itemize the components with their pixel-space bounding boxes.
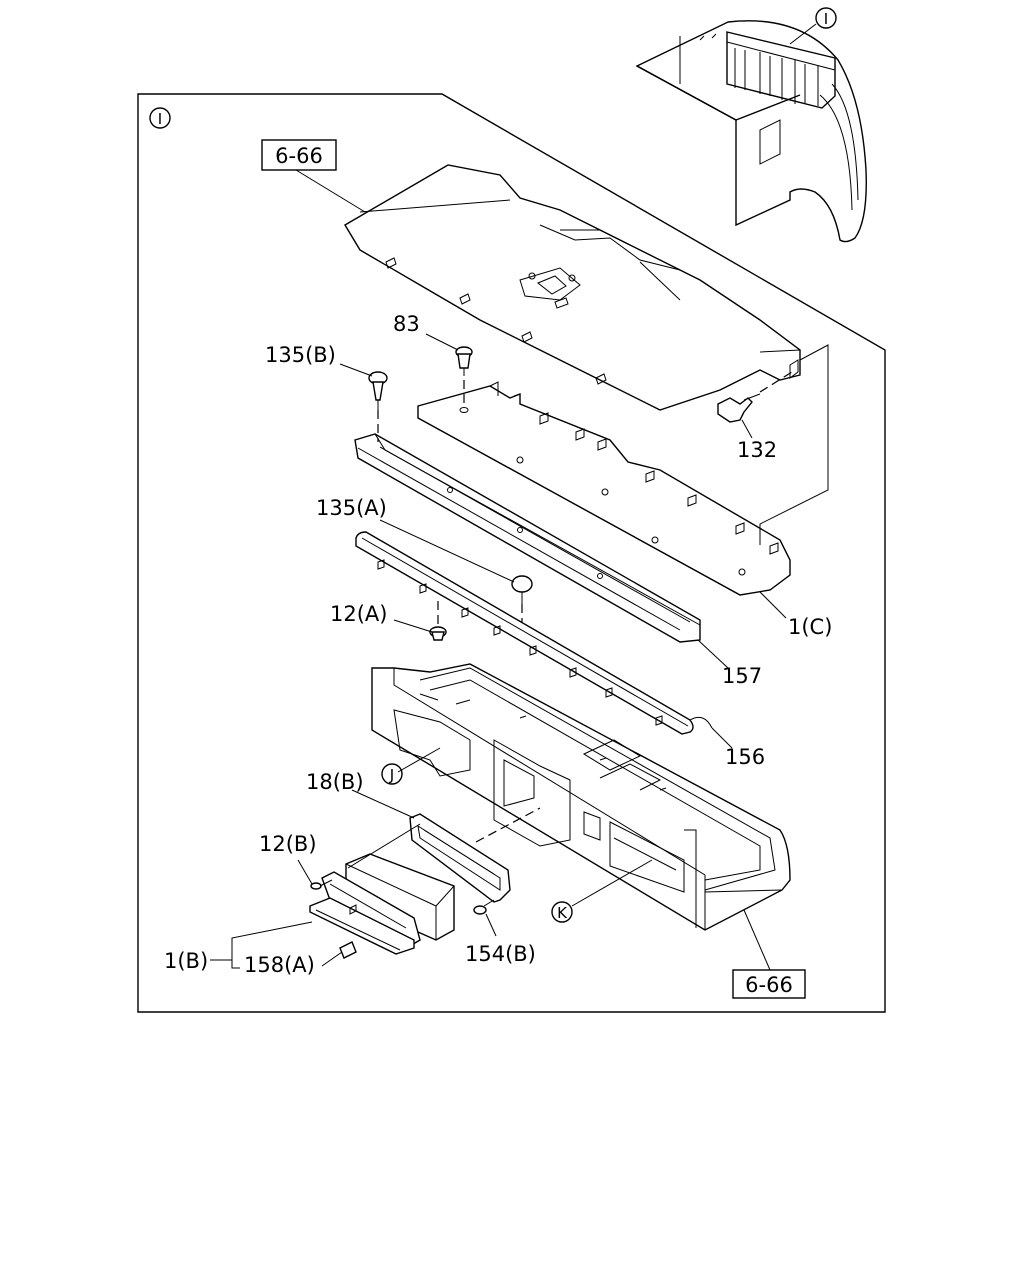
reference-box-top-label: 6-66 bbox=[275, 144, 323, 168]
top-panel bbox=[344, 164, 801, 411]
bezel-frame bbox=[409, 813, 511, 903]
callout-12a: 12(A) bbox=[330, 602, 387, 626]
clip-135a bbox=[511, 575, 533, 622]
detail-marker-k: K bbox=[551, 901, 573, 923]
view-marker-detail: I bbox=[149, 107, 171, 129]
callout-158a: 158(A) bbox=[244, 953, 315, 977]
screw-12a bbox=[429, 596, 447, 641]
callout-83: 83 bbox=[393, 312, 420, 336]
lamp-unit bbox=[309, 853, 455, 955]
reference-box-top[interactable]: 6-66 bbox=[261, 139, 337, 171]
reference-box-bottom-label: 6-66 bbox=[745, 973, 793, 997]
callout-135a: 135(A) bbox=[316, 496, 387, 520]
screw-154b bbox=[473, 899, 495, 915]
screw-135b bbox=[368, 371, 388, 442]
leader-lines bbox=[210, 333, 787, 969]
view-marker-cab: I bbox=[789, 7, 837, 45]
callout-1c: 1(C) bbox=[788, 615, 832, 639]
bottom-tray bbox=[371, 663, 791, 931]
rail-157 bbox=[354, 433, 701, 643]
callout-132: 132 bbox=[737, 438, 777, 462]
screw-12b bbox=[310, 879, 333, 890]
view-marker-cab-label: I bbox=[824, 10, 828, 28]
clip-132 bbox=[717, 371, 793, 423]
callout-135b: 135(B) bbox=[265, 343, 336, 367]
cab-overview bbox=[635, 20, 867, 243]
clip-158a bbox=[339, 941, 357, 959]
callout-154b: 154(B) bbox=[465, 942, 536, 966]
callout-1b: 1(B) bbox=[164, 949, 208, 973]
callout-156: 156 bbox=[725, 745, 765, 769]
screw-83 bbox=[455, 346, 473, 413]
bracket-plate bbox=[417, 381, 791, 596]
detail-marker-j: J bbox=[381, 763, 403, 785]
detail-marker-k-label: K bbox=[557, 904, 568, 922]
callout-157: 157 bbox=[722, 664, 762, 688]
view-marker-detail-label: I bbox=[158, 110, 162, 128]
callout-18b: 18(B) bbox=[306, 770, 364, 794]
detail-marker-j-label: J bbox=[389, 766, 394, 784]
detail-frame bbox=[137, 93, 886, 1013]
reference-box-bottom[interactable]: 6-66 bbox=[732, 969, 806, 999]
rail-156 bbox=[355, 531, 713, 735]
callout-12b: 12(B) bbox=[259, 832, 317, 856]
